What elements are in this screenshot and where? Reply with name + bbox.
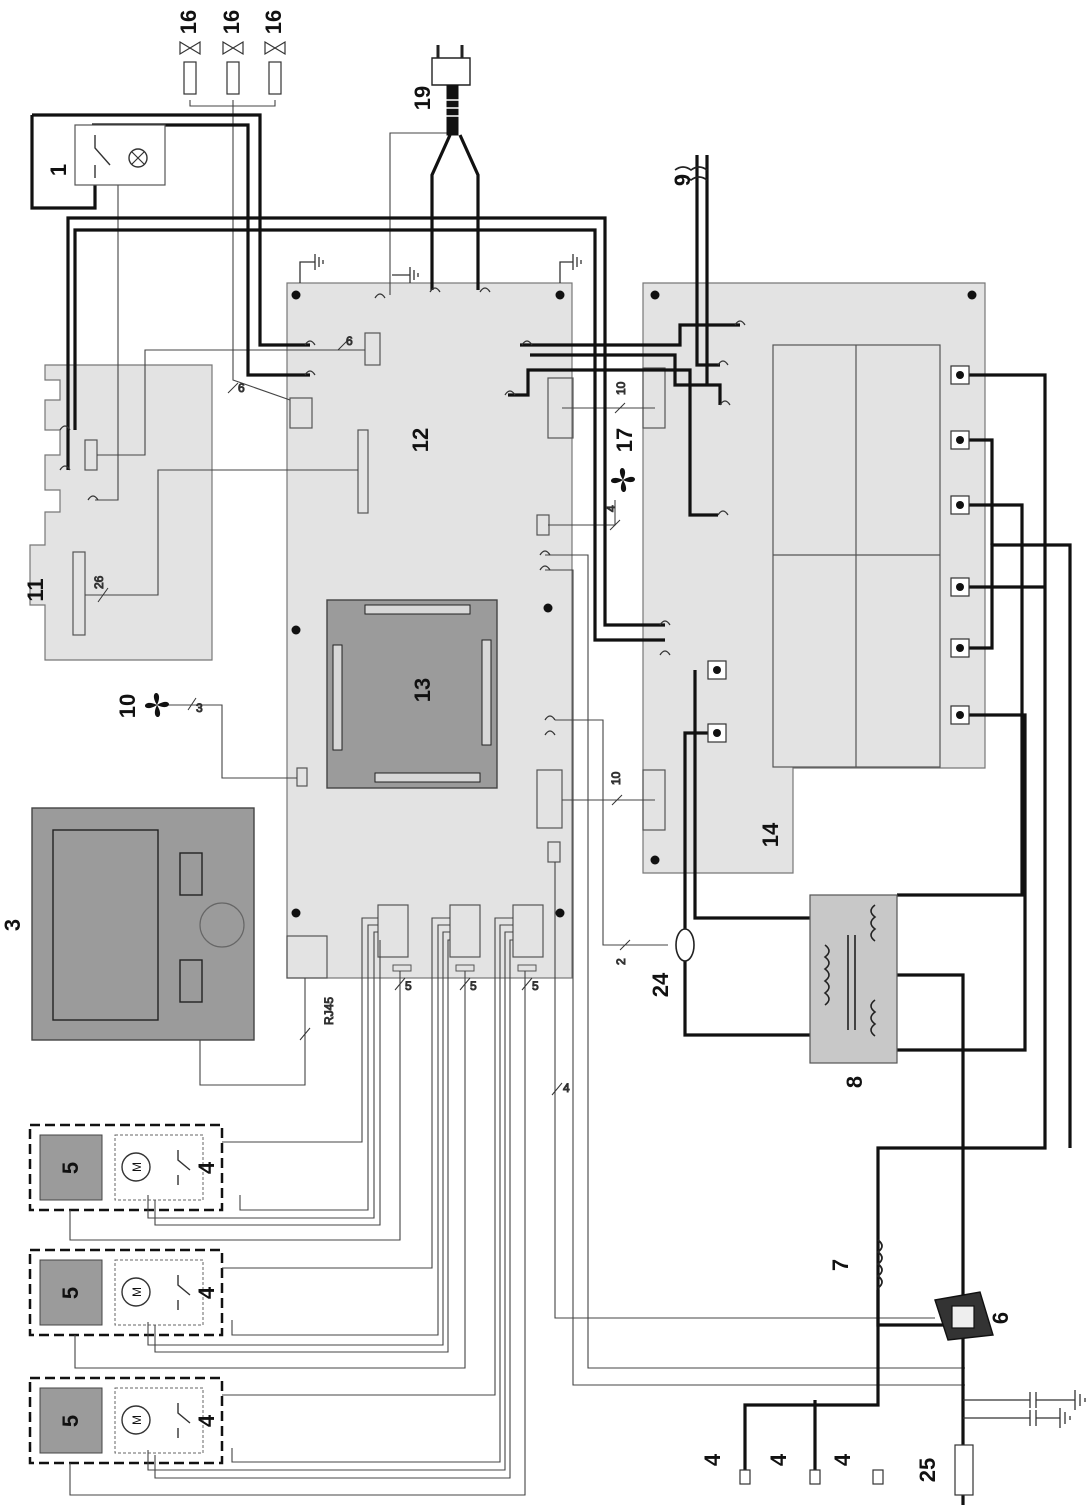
mains-plug-label: 19 (410, 86, 435, 110)
transformer-label: 8 (842, 1076, 867, 1088)
motor-relay-label: 4 (194, 1286, 219, 1299)
wire-count: 4 (563, 1081, 570, 1095)
current-sensor-label: 24 (648, 972, 673, 997)
wire-count: 3 (196, 701, 203, 715)
cpu-module-label: 13 (410, 678, 435, 702)
wire-count: 10 (614, 381, 628, 395)
fan-10-label: 10 (115, 694, 140, 718)
terminal-label: 4 (766, 1453, 791, 1466)
ground-icons (299, 254, 582, 283)
wire-count: RJ45 (322, 997, 336, 1025)
main-board-label: 12 (408, 428, 433, 452)
wire-count: 5 (405, 979, 412, 993)
power-board-14: 14 (642, 282, 986, 874)
output-label: 25 (915, 1458, 940, 1482)
motor-block-label: 5 (58, 1415, 83, 1427)
motor-relay-label: 4 (194, 1161, 219, 1174)
display-unit-label: 3 (0, 919, 25, 931)
lamp-icon (128, 148, 148, 168)
output-25: 25 (915, 1444, 974, 1496)
motor-group-3: 5 M 4 (28, 1376, 224, 1465)
coil-9: 9 (670, 166, 708, 186)
power-board-label: 14 (758, 822, 783, 847)
rectifier-6: 6 (934, 1291, 1013, 1341)
fan-17: 17 (611, 428, 637, 492)
valve-label: 16 (176, 10, 201, 34)
mains-plug-19: 19 (410, 45, 471, 136)
fan-10: 10 (115, 693, 169, 718)
rectifier-label: 6 (988, 1312, 1013, 1324)
terminal-label: 4 (700, 1453, 725, 1466)
motor-group-2: 5 M 4 (28, 1248, 224, 1337)
valve-icon: 16 (261, 10, 286, 95)
valve-icon: 16 (176, 10, 201, 95)
wire-counts: 6 6 26 3 10 4 10 2 5 5 5 4 RJ45 (92, 334, 631, 1096)
power-pads (707, 365, 970, 743)
wire-count: 5 (470, 979, 477, 993)
motor-block-label: 5 (58, 1162, 83, 1174)
motor-symbol: M (130, 1287, 144, 1297)
thin-wires (69, 100, 965, 1496)
valve-icon: 16 (219, 10, 244, 95)
fan-17-label: 17 (612, 428, 637, 452)
coil-icon (674, 166, 708, 181)
terminal-label: 4 (830, 1453, 855, 1466)
cpu-module-13: 13 (326, 599, 498, 789)
fan-icon (145, 693, 169, 717)
plug-icon (431, 45, 471, 136)
motor-block-label: 5 (58, 1287, 83, 1299)
capacitor-icons (963, 1390, 1086, 1428)
switch-lamp-1: 1 (46, 124, 166, 186)
wire-count: 6 (238, 381, 245, 395)
motor-relay-label: 4 (194, 1414, 219, 1427)
board-11-label: 11 (23, 578, 48, 601)
wire-count: 10 (609, 771, 623, 785)
display-unit-3: 3 (0, 807, 255, 1041)
choke-label: 7 (828, 1259, 853, 1271)
motor-symbol: M (130, 1415, 144, 1425)
terminals-4: 4 4 4 (700, 1453, 884, 1485)
motor-group-1: 5 M 4 (28, 1123, 224, 1212)
connectors (59, 287, 746, 736)
wire-count: 6 (346, 334, 353, 348)
wire-count: 4 (604, 505, 618, 512)
coil-label: 9 (670, 174, 695, 186)
motor-symbol: M (130, 1162, 144, 1172)
transformer-8: 8 (809, 894, 898, 1088)
fan-icon (611, 468, 635, 492)
switch-lamp-label: 1 (46, 164, 71, 176)
valve-label: 16 (219, 10, 244, 34)
current-sensor-24: 24 (648, 928, 695, 997)
wire-count: 5 (532, 979, 539, 993)
valves-16: 16 16 16 (176, 10, 286, 95)
board-11: 11 (23, 364, 213, 661)
valve-label: 16 (261, 10, 286, 34)
choke-7: 7 (828, 1239, 883, 1289)
coil-icon (876, 1239, 883, 1289)
wire-count: 2 (614, 958, 628, 965)
wire-count: 26 (92, 575, 106, 589)
